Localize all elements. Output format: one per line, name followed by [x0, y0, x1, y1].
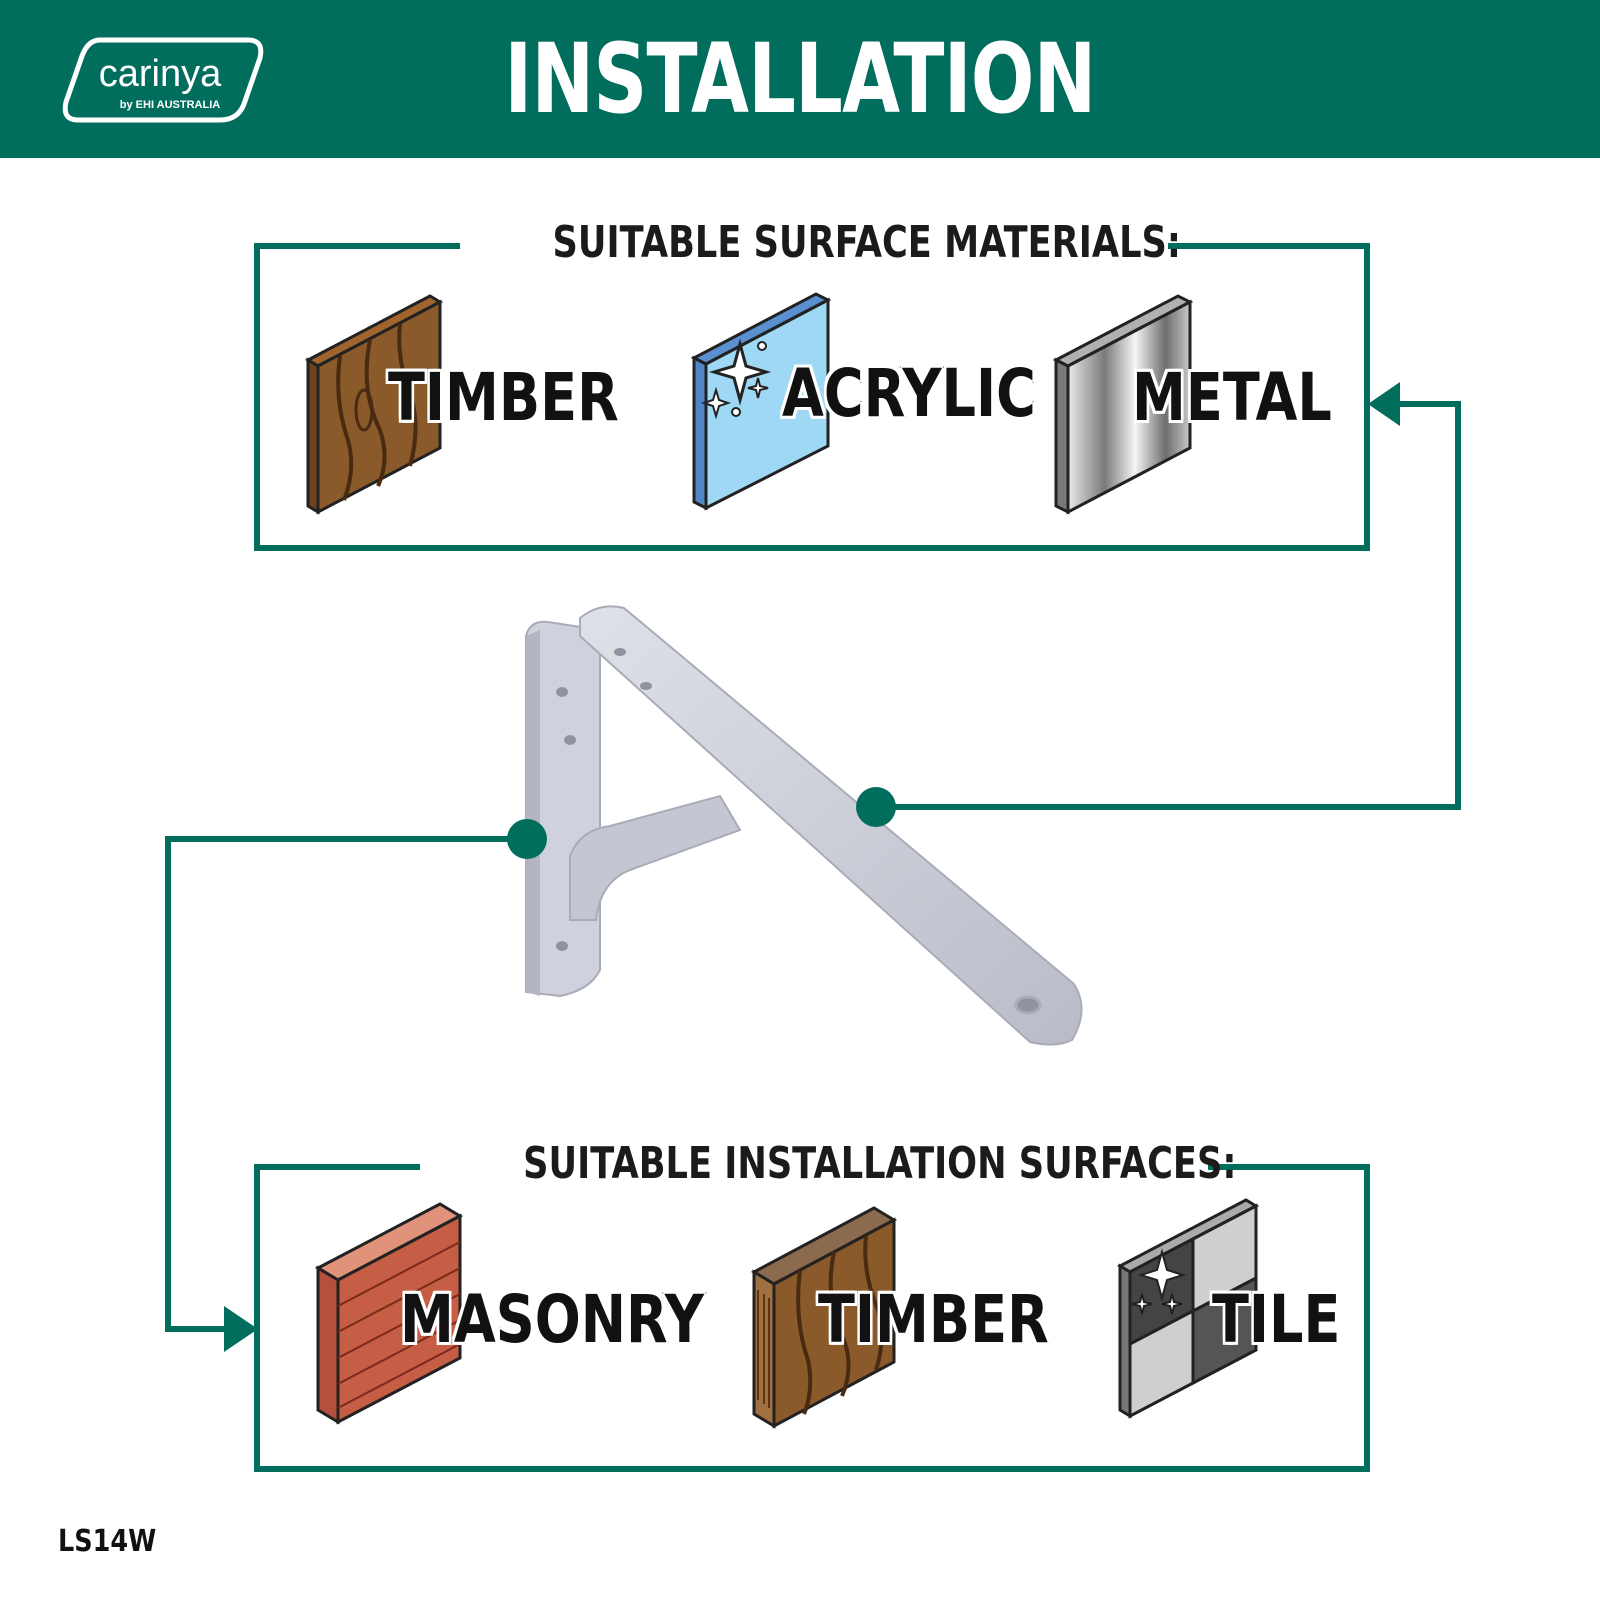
product-sku: LS14W	[58, 1524, 157, 1559]
brand-subtitle: by EHI AUSTRALIA	[120, 99, 220, 111]
connector-to-materials	[876, 401, 1461, 810]
page-title: INSTALLATION	[504, 23, 1096, 135]
timber-panel-icon	[304, 294, 444, 515]
surface-label-tile: TILE	[1211, 1280, 1342, 1360]
surface-label-timber: TIMBER	[817, 1280, 1050, 1360]
surface-label-masonry: MASONRY	[399, 1280, 705, 1360]
connector-to-surfaces	[165, 836, 527, 1332]
materials-title: SUITABLE SURFACE MATERIALS:	[460, 213, 1181, 273]
brand-name: carinya	[99, 53, 222, 95]
material-label-metal: METAL	[1131, 358, 1333, 438]
surfaces-title: SUITABLE INSTALLATION SURFACES:	[420, 1134, 1236, 1194]
arrow-right-icon	[224, 1306, 258, 1352]
timber-block-icon	[750, 1206, 898, 1429]
shelf-bracket-image	[525, 605, 1083, 1046]
acrylic-panel-icon	[690, 292, 832, 511]
material-label-timber: TIMBER	[387, 358, 620, 438]
brick-wall-icon	[314, 1202, 464, 1425]
material-label-acrylic: ACRYLIC	[781, 354, 1037, 434]
carinya-logo: carinya by EHI AUSTRALIA	[62, 37, 264, 123]
arrow-left-icon	[1368, 382, 1400, 426]
header-bar: carinya by EHI AUSTRALIA INSTALLATION	[0, 0, 1600, 158]
metal-panel-icon	[1052, 294, 1194, 515]
tile-panel-icon	[1116, 1198, 1260, 1419]
